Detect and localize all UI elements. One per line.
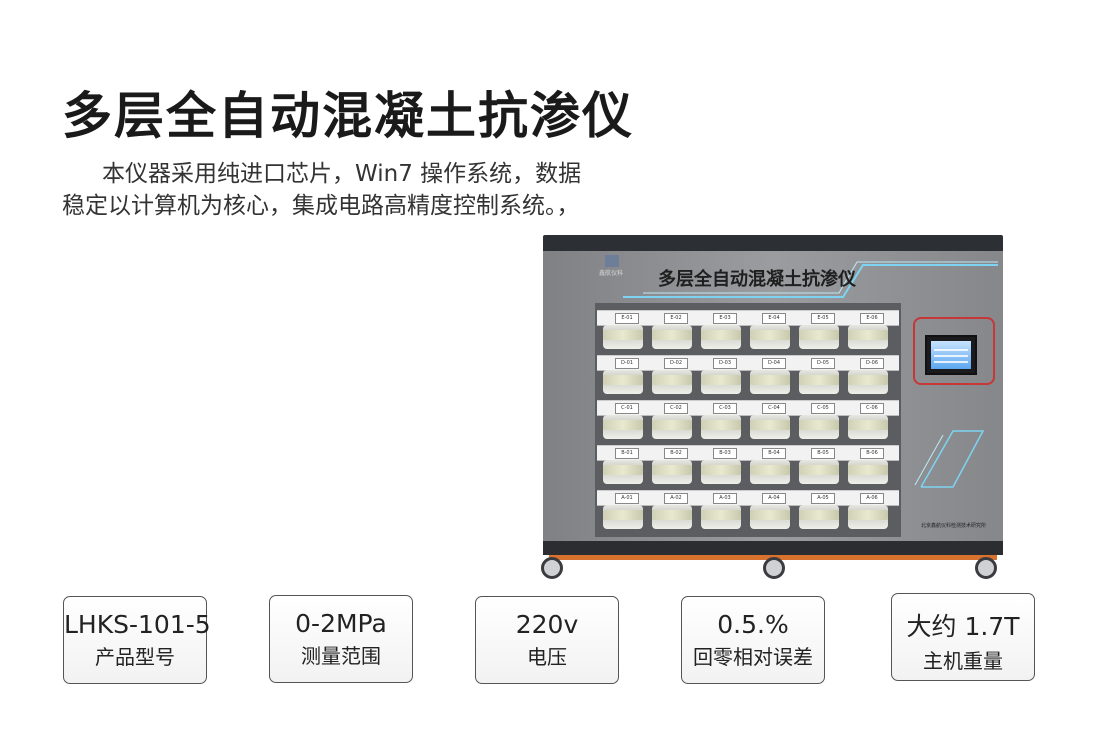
specimen-tag: E-04 bbox=[762, 313, 786, 324]
specimen-cylinder bbox=[848, 505, 888, 529]
specimen-tag: B-01 bbox=[615, 448, 639, 459]
spec-value: 220v bbox=[515, 610, 579, 639]
specimen-tag: D-01 bbox=[615, 358, 639, 369]
specimen-cylinder bbox=[652, 505, 692, 529]
specimen-shelf: E-01 E-02 E-03 E-04 E-05 E-06 bbox=[597, 310, 899, 326]
specimen-cylinder bbox=[701, 415, 741, 439]
specimen-cylinder bbox=[848, 325, 888, 349]
spec-card-error: 0.5.% 回零相对误差 bbox=[681, 596, 825, 684]
brand-logo-text: 鑫航仪科 bbox=[599, 270, 624, 277]
specimen-cylinder bbox=[652, 370, 692, 394]
spec-label: 电压 bbox=[527, 645, 567, 669]
specimen-cylinder bbox=[750, 505, 790, 529]
specimen-cylinder bbox=[701, 325, 741, 349]
cabinet-base bbox=[543, 541, 1003, 555]
specimen-cylinder bbox=[799, 325, 839, 349]
specimen-cylinder bbox=[750, 460, 790, 484]
specimen-tag: D-06 bbox=[860, 358, 884, 369]
specimen-tag: B-05 bbox=[811, 448, 835, 459]
caster-wheel-icon bbox=[541, 557, 563, 579]
specimen-cylinder bbox=[799, 415, 839, 439]
specimen-tag: E-05 bbox=[811, 313, 835, 324]
specimen-cylinder bbox=[603, 505, 643, 529]
specimen-tag: E-02 bbox=[664, 313, 688, 324]
specimen-cylinder bbox=[701, 460, 741, 484]
specimen-tag: B-06 bbox=[860, 448, 884, 459]
machine-panel-title: 多层全自动混凝土抗渗仪 bbox=[658, 269, 856, 290]
specimen-cylinder bbox=[848, 415, 888, 439]
page-title: 多层全自动混凝土抗渗仪 bbox=[62, 87, 634, 145]
spec-card-model: LHKS-101-5 产品型号 bbox=[63, 596, 211, 684]
cabinet-top bbox=[543, 235, 1003, 251]
specimen-cylinder bbox=[603, 460, 643, 484]
specimen-cylinder bbox=[603, 370, 643, 394]
spec-label: 主机重量 bbox=[923, 649, 1003, 673]
specimen-cylinder bbox=[750, 415, 790, 439]
machine-footer-text: 北京鑫航仪科检测技术研究所 bbox=[921, 523, 987, 529]
spec-value: 0.5.% bbox=[717, 610, 789, 639]
spec-card-range: 0-2MPa 测量范围 bbox=[269, 595, 413, 683]
spec-label: 回零相对误差 bbox=[693, 645, 813, 669]
specimen-tag: C-05 bbox=[811, 403, 835, 414]
specimen-tag: C-03 bbox=[713, 403, 737, 414]
specimen-cylinder bbox=[799, 370, 839, 394]
specimen-tag: C-02 bbox=[664, 403, 688, 414]
specimen-tag: D-02 bbox=[664, 358, 688, 369]
specimen-shelf: D-01 D-02 D-03 D-04 D-05 D-06 bbox=[597, 355, 899, 371]
caster-wheel-icon bbox=[975, 557, 997, 579]
specimen-tag: C-04 bbox=[762, 403, 786, 414]
product-description: 本仪器采用纯进口芯片，Win7 操作系统，数据稳定以计算机为核心，集成电路高精度… bbox=[62, 161, 582, 219]
spec-value: LHKS-101-5 bbox=[64, 610, 211, 639]
specimen-cylinder bbox=[750, 325, 790, 349]
specimen-cylinder bbox=[603, 415, 643, 439]
specimen-cylinder bbox=[701, 370, 741, 394]
specimen-tag: E-01 bbox=[615, 313, 639, 324]
specimen-tag: D-03 bbox=[713, 358, 737, 369]
spec-value: 0-2MPa bbox=[295, 609, 387, 638]
specimen-cylinder bbox=[652, 415, 692, 439]
specimen-cylinder bbox=[848, 460, 888, 484]
specimen-cylinder bbox=[603, 325, 643, 349]
specimen-tag: B-02 bbox=[664, 448, 688, 459]
specimen-tag: A-03 bbox=[713, 493, 737, 504]
specimen-tag: A-05 bbox=[811, 493, 835, 504]
specimen-tag: A-04 bbox=[762, 493, 786, 504]
specimen-tag: B-04 bbox=[762, 448, 786, 459]
specimen-cylinder bbox=[750, 370, 790, 394]
specimen-tag: C-01 bbox=[615, 403, 639, 414]
specimen-cylinder bbox=[799, 460, 839, 484]
spec-label: 产品型号 bbox=[95, 645, 175, 669]
specimen-tag: D-04 bbox=[762, 358, 786, 369]
spec-card-voltage: 220v 电压 bbox=[475, 596, 619, 684]
specimen-tag: A-01 bbox=[615, 493, 639, 504]
decorative-lines bbox=[623, 261, 998, 488]
specimen-cylinder bbox=[799, 505, 839, 529]
specimen-tag: C-06 bbox=[860, 403, 884, 414]
specimen-cylinder bbox=[652, 325, 692, 349]
specimen-shelf: C-01 C-02 C-03 C-04 C-05 C-06 bbox=[597, 400, 899, 416]
specimen-tag: D-05 bbox=[811, 358, 835, 369]
specimen-tag: B-03 bbox=[713, 448, 737, 459]
specimen-cylinder bbox=[652, 460, 692, 484]
specimen-tag: E-03 bbox=[713, 313, 737, 324]
touch-screen bbox=[925, 335, 977, 375]
screen-frame bbox=[913, 317, 995, 385]
brand-logo-icon bbox=[605, 255, 619, 267]
caster-wheel-icon bbox=[763, 557, 785, 579]
specimen-cylinder bbox=[848, 370, 888, 394]
specimen-tag: E-06 bbox=[860, 313, 884, 324]
specimen-shelf: B-01 B-02 B-03 B-04 B-05 B-06 bbox=[597, 445, 899, 461]
specimen-tag: A-02 bbox=[664, 493, 688, 504]
spec-card-weight: 大约 1.7T 主机重量 bbox=[891, 593, 1035, 681]
spec-value: 大约 1.7T bbox=[906, 612, 1020, 641]
specimen-cylinder bbox=[701, 505, 741, 529]
specimen-shelf: A-01 A-02 A-03 A-04 A-05 A-06 bbox=[597, 490, 899, 506]
spec-label: 测量范围 bbox=[301, 644, 381, 668]
specimen-tag: A-06 bbox=[860, 493, 884, 504]
